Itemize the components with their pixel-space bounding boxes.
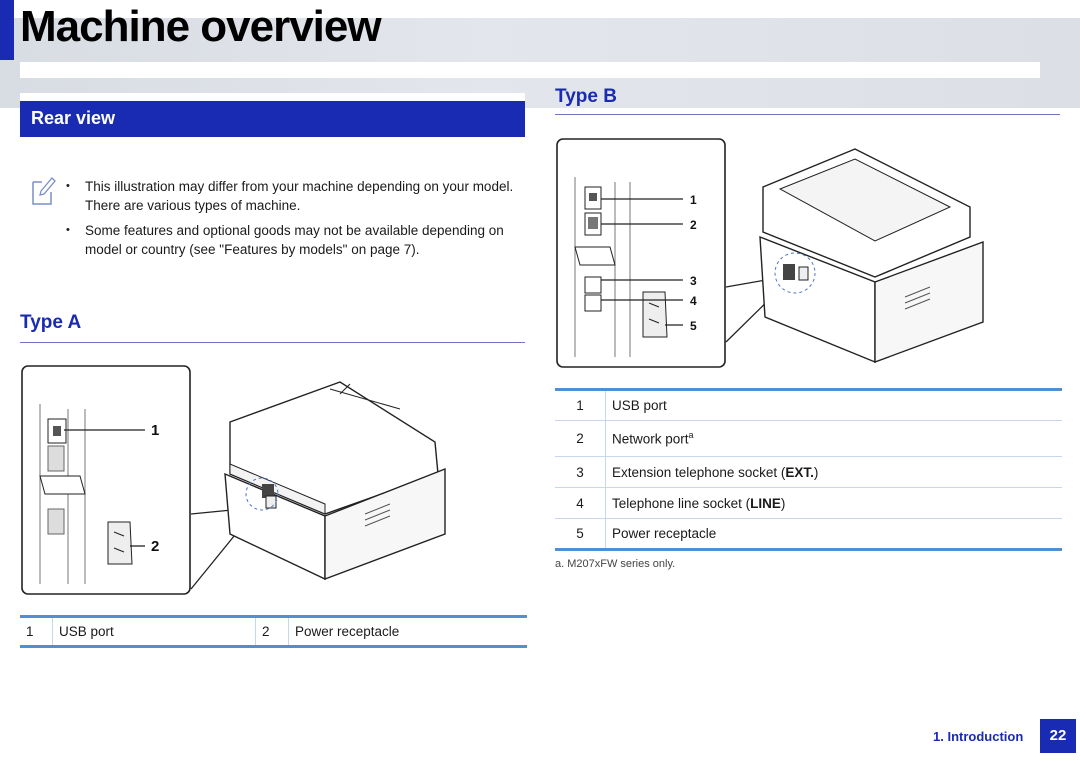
note-item: Some features and optional goods may not… xyxy=(66,221,531,259)
item-label-suffix: ) xyxy=(813,464,819,480)
item-number: 2 xyxy=(255,616,289,647)
page-title: Machine overview xyxy=(20,2,382,51)
note-pencil-icon xyxy=(32,177,56,205)
callout-label: 2 xyxy=(690,218,697,232)
table-row: 2 Network porta xyxy=(555,420,1062,457)
item-label-text: Telephone line socket ( xyxy=(612,495,751,511)
callout-label: 3 xyxy=(690,274,697,288)
type-b-rear-view-diagram: 1 2 3 4 5 xyxy=(556,138,984,368)
item-label: Power receptacle xyxy=(288,616,527,647)
header-banner: Machine overview xyxy=(0,0,1080,108)
item-label: Network porta xyxy=(605,420,1062,457)
item-label-suffix: ) xyxy=(780,495,786,511)
item-label: Power receptacle xyxy=(605,518,1062,550)
table-row: 4 Telephone line socket (LINE) xyxy=(555,487,1062,519)
item-label-text: Power receptacle xyxy=(612,526,717,541)
note-item: This illustration may differ from your m… xyxy=(66,177,531,215)
item-label: USB port xyxy=(52,616,256,647)
item-number: 3 xyxy=(555,456,606,488)
chapter-link[interactable]: 1. Introduction xyxy=(933,729,1024,744)
note-list: This illustration may differ from your m… xyxy=(66,177,531,265)
section-title-bar: Rear view xyxy=(20,101,525,137)
type-b-rule xyxy=(555,114,1060,115)
type-a-heading: Type A xyxy=(20,312,82,333)
item-number: 5 xyxy=(555,518,606,550)
table-row: 5 Power receptacle xyxy=(555,518,1062,550)
item-label-bold: EXT. xyxy=(785,464,814,480)
footnote: a. M207xFW series only. xyxy=(555,558,676,570)
table-row: 1 USB port 2 Power receptacle xyxy=(20,616,527,647)
table-row: 3 Extension telephone socket (EXT.) xyxy=(555,456,1062,488)
item-label: Telephone line socket (LINE) xyxy=(605,487,1062,519)
item-number: 4 xyxy=(555,487,606,519)
item-label-bold: LINE xyxy=(750,495,781,511)
type-a-table: 1 USB port 2 Power receptacle xyxy=(20,615,527,648)
banner-stripe xyxy=(20,93,525,101)
table-row: 1 USB port xyxy=(555,389,1062,421)
item-label-text: USB port xyxy=(612,398,667,413)
type-a-rule xyxy=(20,342,525,343)
callout-label: 4 xyxy=(690,294,697,308)
item-number: 1 xyxy=(20,616,53,647)
item-label: Extension telephone socket (EXT.) xyxy=(605,456,1062,488)
banner-accent-bar xyxy=(0,0,14,60)
banner-stripe xyxy=(20,62,1040,78)
callout-label: 1 xyxy=(151,422,159,439)
item-label-text: Extension telephone socket ( xyxy=(612,464,786,480)
callout-label: 2 xyxy=(151,538,159,555)
section-title: Rear view xyxy=(31,108,116,128)
item-label: USB port xyxy=(605,389,1062,421)
footnote-marker: a xyxy=(688,430,694,441)
item-number: 1 xyxy=(555,389,606,421)
type-b-table: 1 USB port 2 Network porta 3 Extension t… xyxy=(555,388,1062,551)
item-label-text: Network port xyxy=(612,431,689,447)
type-b-heading: Type B xyxy=(555,86,617,107)
page-number: 22 xyxy=(1040,719,1076,753)
type-a-rear-view-diagram: 1 2 xyxy=(21,365,446,595)
callout-label: 5 xyxy=(690,319,697,333)
item-number: 2 xyxy=(555,420,606,457)
callout-label: 1 xyxy=(690,193,697,207)
